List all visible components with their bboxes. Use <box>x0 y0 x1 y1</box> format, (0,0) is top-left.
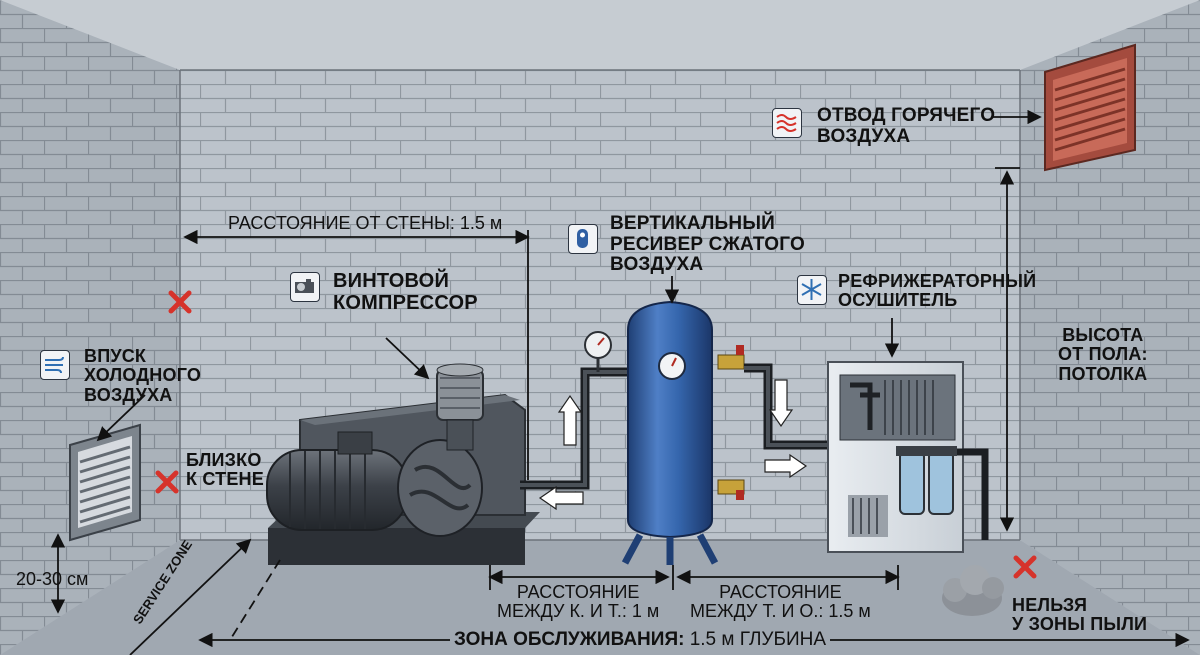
service-zone-depth: 1.5 м ГЛУБИНА <box>684 629 827 650</box>
screw-compressor <box>266 363 540 565</box>
wall-distance-label: РАССТОЯНИЕ ОТ СТЕНЫ: 1.5 м <box>228 213 503 233</box>
height-label: ВЫСОТА ОТ ПОЛА: ПОТОЛКА <box>1058 325 1148 384</box>
wind-icon <box>40 350 70 380</box>
forbidden-cross-close <box>155 470 179 494</box>
compressor-label: ВИНТОВОЙ КОМПРЕССОР <box>333 270 478 314</box>
flow-arrow-left <box>538 485 584 511</box>
hot-air-label: ОТВОД ГОРЯЧЕГО ВОЗДУХА <box>817 105 996 147</box>
floor-gap-label: 20-30 см <box>16 569 89 589</box>
compressor-icon <box>290 272 320 302</box>
snowflake-icon <box>797 275 827 305</box>
flow-arrow-down <box>768 379 794 428</box>
cold-air-vent <box>69 423 141 542</box>
forbidden-cross-dust <box>1013 555 1037 579</box>
service-zone-bold: ЗОНА ОБСЛУЖИВАНИЯ: <box>454 629 685 650</box>
air-receiver-tank <box>621 300 745 565</box>
receiver-label: ВЕРТИКАЛЬНЫЙ РЕСИВЕР СЖАТОГО ВОЗДУХА <box>610 213 805 276</box>
dist-kt-label: РАССТОЯНИЕ МЕЖДУ К. И Т.: 1 м <box>497 582 660 622</box>
forbidden-cross-wall <box>168 290 192 314</box>
dust-label: НЕЛЬЗЯ У ЗОНЫ ПЫЛИ <box>1012 595 1148 635</box>
flow-arrow-right <box>764 453 808 479</box>
hot-air-vent <box>1044 43 1136 172</box>
dist-to-label: РАССТОЯНИЕ МЕЖДУ Т. И О.: 1.5 м <box>690 582 871 622</box>
tank-icon <box>568 224 598 254</box>
dryer-label: РЕФРИЖЕРАТОРНЫЙ ОСУШИТЕЛЬ <box>838 271 1037 311</box>
floor <box>0 540 1200 655</box>
dust-pile <box>942 565 1004 616</box>
cold-air-label: ВПУСК ХОЛОДНОГО ВОЗДУХА <box>84 346 202 405</box>
heat-waves-icon <box>772 108 802 138</box>
refrigeration-dryer <box>827 361 989 553</box>
left-wall <box>0 0 180 655</box>
service-zone-label: ЗОНА ОБСЛУЖИВАНИЯ: 1.5 м ГЛУБИНА <box>450 629 831 651</box>
flow-arrow-up <box>557 394 583 446</box>
close-wall-label: БЛИЗКО К СТЕНЕ <box>186 450 264 490</box>
